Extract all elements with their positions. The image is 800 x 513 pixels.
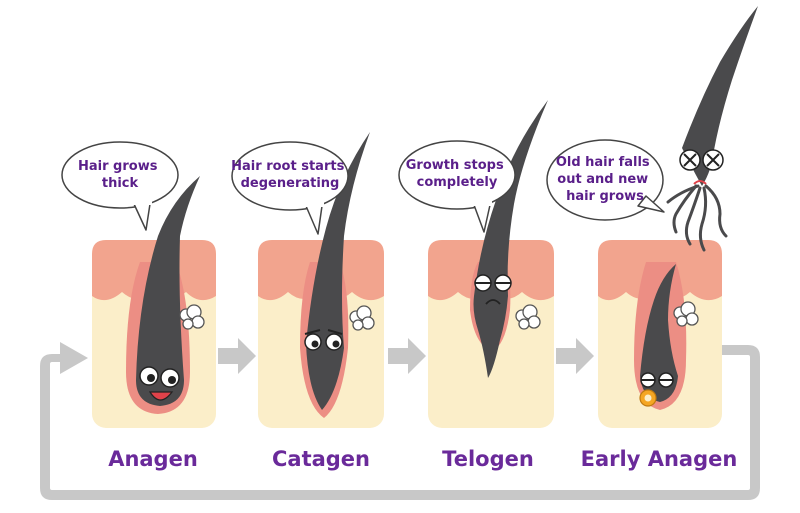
stage-label-telogen: Telogen bbox=[442, 447, 534, 471]
stage-label-catagen: Catagen bbox=[272, 447, 370, 471]
bubble-line: out and new bbox=[557, 172, 648, 187]
stage-arrow bbox=[388, 338, 426, 374]
stage-catagen: Hair root starts degenerating Catagen bbox=[231, 132, 384, 471]
falling-old-hair bbox=[682, 6, 758, 186]
bubble-line: completely bbox=[417, 175, 498, 190]
puff-cloud-icon bbox=[515, 304, 541, 330]
bubble-line: Old hair falls bbox=[556, 155, 650, 170]
bubble-line: Hair grows bbox=[78, 159, 158, 174]
stage-label-early-anagen: Early Anagen bbox=[581, 447, 738, 471]
hair-face-worried bbox=[304, 329, 343, 351]
puff-cloud-icon bbox=[179, 304, 205, 330]
cycle-return-arrow bbox=[40, 342, 760, 500]
bubble-line: hair grows bbox=[566, 189, 644, 204]
bubble-text-early-anagen: Old hair falls out and new hair grows bbox=[556, 155, 654, 204]
stage-label-anagen: Anagen bbox=[108, 447, 198, 471]
stage-telogen: Growth stops completely Telogen bbox=[398, 100, 554, 471]
puff-cloud-icon bbox=[349, 305, 375, 331]
stage-early-anagen: Old hair falls out and new hair grows Ea… bbox=[546, 6, 758, 471]
hair-strand bbox=[473, 100, 548, 378]
bubble-text-anagen: Hair grows thick bbox=[78, 159, 162, 191]
bubble-text-telogen: Growth stops completely bbox=[406, 158, 508, 190]
bubble-line: degenerating bbox=[241, 176, 340, 191]
bubble-line: Growth stops bbox=[406, 158, 504, 173]
puff-cloud-icon bbox=[673, 301, 699, 327]
hair-strand bbox=[306, 132, 370, 410]
new-hair-strand bbox=[640, 264, 678, 402]
speech-bubble: Old hair falls out and new hair grows bbox=[546, 139, 665, 221]
speech-bubble: Growth stops completely bbox=[398, 140, 516, 233]
stage-anagen: Hair grows thick Anagen bbox=[61, 141, 216, 471]
bubble-line: thick bbox=[102, 176, 139, 191]
bubble-text-catagen: Hair root starts degenerating bbox=[231, 159, 349, 191]
stage-arrow bbox=[556, 338, 594, 374]
dead-hair-face bbox=[679, 149, 724, 185]
speech-bubble: Hair root starts degenerating bbox=[231, 141, 349, 235]
dead-hair-roots bbox=[666, 184, 728, 252]
hair-face-sleepy bbox=[474, 274, 512, 305]
pacifier-icon bbox=[639, 389, 657, 407]
stage-arrow bbox=[218, 338, 256, 374]
hair-strand bbox=[136, 176, 200, 406]
bubble-line: Hair root starts bbox=[231, 159, 344, 174]
speech-bubble: Hair grows thick bbox=[61, 141, 179, 231]
hair-face-happy bbox=[139, 366, 180, 401]
hair-face-baby bbox=[640, 372, 674, 388]
